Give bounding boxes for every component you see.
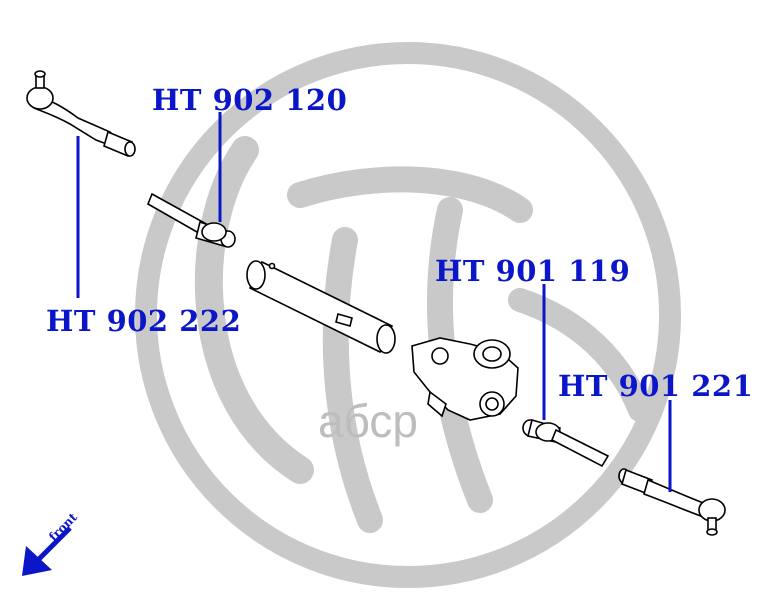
steering-rack-tube [246,260,396,354]
watermark-text: абср [318,395,418,447]
leader-lines [76,112,672,492]
label-ht-901-221: HT 901 221 [558,369,754,403]
inner-tie-rod-left [146,192,236,248]
steering-gear-housing [411,337,519,421]
tie-rod-end-right [618,468,726,536]
logo-watermark [135,42,681,588]
inner-tie-rod-right [522,419,610,468]
label-ht-901-119: HT 901 119 [435,254,631,288]
label-ht-902-222: HT 902 222 [46,304,242,338]
tie-rod-end-left [26,70,136,158]
label-ht-902-120: HT 902 120 [152,83,348,117]
front-arrow-icon [22,526,72,576]
